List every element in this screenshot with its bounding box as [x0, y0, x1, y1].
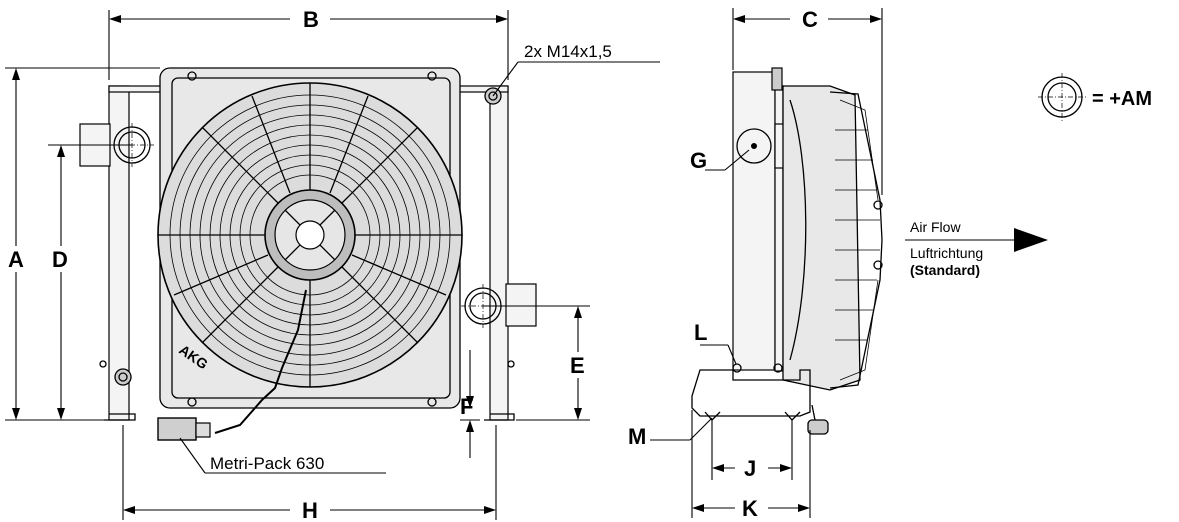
dim-label-h: H [302, 498, 318, 522]
front-dimensions: B A D E F [5, 7, 660, 522]
side-plug-l [732, 363, 742, 373]
side-connector [807, 419, 829, 435]
left-foot [104, 413, 136, 421]
dim-label-f: F [460, 394, 473, 419]
fan-guard-spokes [158, 83, 462, 387]
plug-bottom-left [114, 368, 132, 386]
dim-label-e: E [570, 353, 585, 378]
am-legend-icon [1038, 73, 1086, 121]
side-view [691, 67, 883, 435]
side-top-plug [771, 67, 783, 91]
airflow-line1: Air Flow [910, 219, 961, 235]
right-pipe-stub [505, 283, 537, 327]
side-dimensions: C G L M J K [628, 7, 883, 521]
right-side-plate [489, 85, 509, 421]
dim-label-m: M [628, 424, 646, 449]
dim-label-b: B [303, 7, 319, 32]
thread-callout: 2x M14x1,5 [524, 42, 612, 61]
dim-label-d: D [52, 247, 68, 272]
dim-label-j: J [744, 456, 756, 481]
shroud-bolts [187, 71, 437, 407]
airflow-arrow [1014, 228, 1048, 252]
dim-label-l: L [694, 320, 707, 345]
dim-label-a: A [8, 247, 24, 272]
airflow-annotation: Air Flow Luftrichtung (Standard) [905, 219, 1048, 278]
dim-label-c: C [802, 7, 818, 32]
hub-center [295, 220, 325, 250]
airflow-line3: (Standard) [910, 262, 980, 278]
metri-pack-connector [157, 417, 197, 441]
front-view: AKG [79, 67, 537, 441]
side-core [732, 71, 776, 371]
dim-label-g: G [690, 148, 707, 173]
dim-label-k: K [742, 496, 758, 521]
side-port-g [736, 128, 772, 164]
am-legend: = +AM [1038, 73, 1152, 121]
right-foot [484, 413, 515, 421]
airflow-line2: Luftrichtung [910, 245, 983, 261]
connector-callout: Metri-Pack 630 [210, 454, 324, 473]
side-foot [691, 369, 811, 417]
motor-cable [214, 289, 307, 434]
side-guard [829, 91, 883, 389]
am-legend-text: = +AM [1092, 88, 1152, 110]
